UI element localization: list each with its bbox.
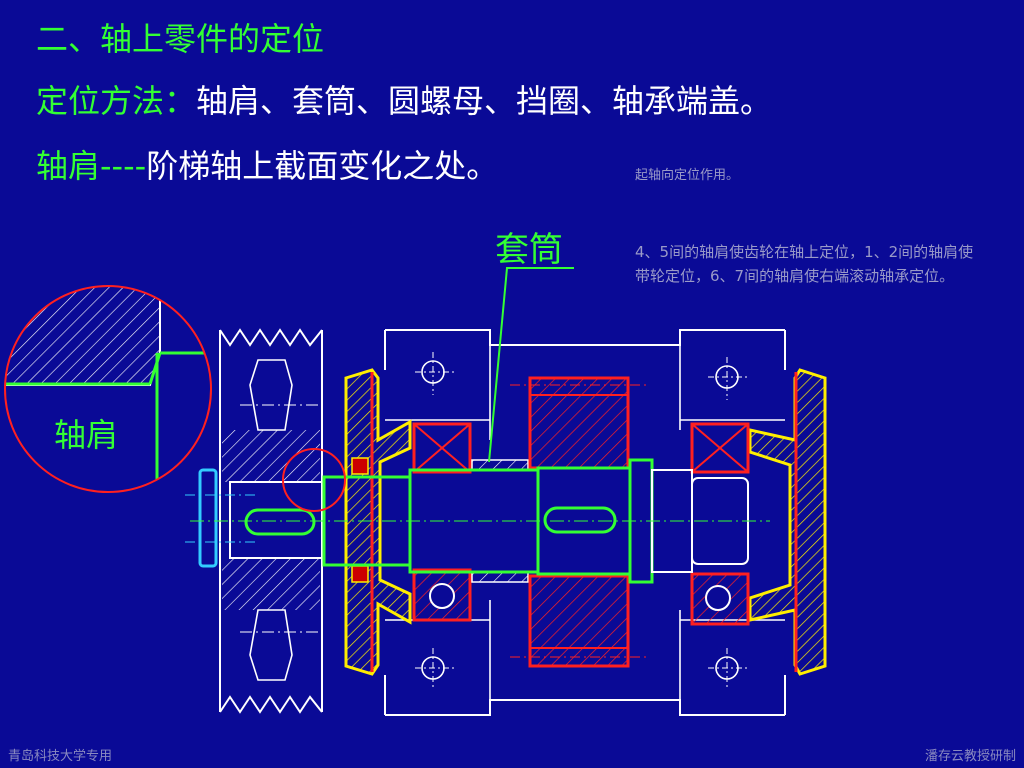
pulley (219, 328, 323, 714)
gear (510, 376, 648, 668)
shoulder-note: 起轴向定位作用。 (635, 168, 740, 183)
sleeve-leader-line (488, 267, 574, 463)
footer-right: 潘存云教授研制 (924, 749, 1016, 764)
shoulder-marker-circle (282, 448, 346, 512)
shoulder-label: 轴肩---- (36, 147, 147, 185)
shoulder-detail-label: 轴肩 (54, 416, 119, 454)
shoulder-line: 轴肩----阶梯轴上截面变化之处。 (36, 141, 498, 187)
slide-title: 二、轴上零件的定位 (36, 20, 325, 58)
bottom-seal (351, 565, 369, 583)
left-bearing (412, 422, 472, 622)
method-line: 定位方法：轴肩、套筒、圆螺母、挡圈、轴承端盖。 (36, 76, 772, 122)
right-bearing-cover (748, 368, 827, 676)
right-bearing (690, 422, 750, 626)
stepped-shaft (190, 458, 770, 584)
left-bearing-cover (344, 368, 412, 676)
footer-left: 青岛科技大学专用 (8, 749, 113, 764)
top-seal (351, 457, 369, 475)
housing (384, 329, 786, 716)
sleeve-label: 套筒 (495, 230, 563, 270)
shoulder-text: 阶梯轴上截面变化之处。 (146, 147, 499, 185)
gear-note: 4、5间的轴肩使齿轮在轴上定位，1、2间的轴肩使带轮定位，6、7间的轴肩使右端滚… (635, 243, 974, 285)
shoulder-detail-circle (4, 285, 212, 493)
method-label: 定位方法： (36, 82, 197, 120)
shaft-end-washer (198, 468, 218, 568)
method-text: 轴肩、套筒、圆螺母、挡圈、轴承端盖。 (196, 82, 773, 120)
